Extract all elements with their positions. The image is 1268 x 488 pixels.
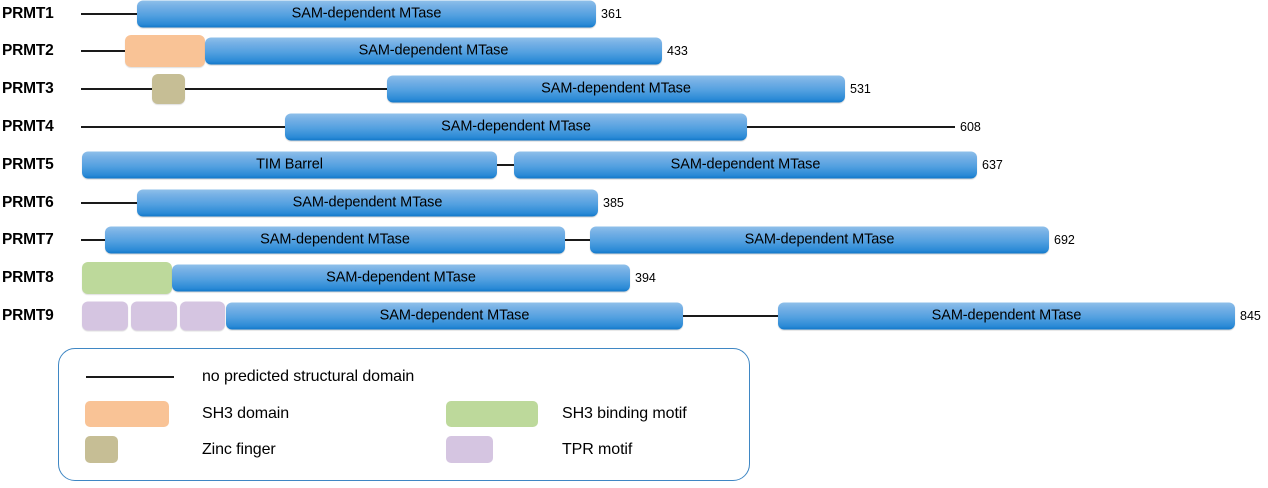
legend-line-swatch [86,376,174,378]
domain-bar-mtase: SAM-dependent MTase [514,151,977,179]
protein-row: PRMT5 TIM Barrel SAM-dependent MTase 637 [0,146,1268,184]
domain-bar-label: SAM-dependent MTase [291,5,442,22]
domain-bar-mtase: SAM-dependent MTase [778,302,1235,330]
domain-bar-label: SAM-dependent MTase [358,42,509,59]
domain-bar-label: SAM-dependent MTase [292,194,443,211]
domain-bar-label: SAM-dependent MTase [670,156,821,173]
protein-length-label: 692 [1054,233,1075,247]
protein-length-label: 608 [960,120,981,134]
domain-motif-tpr [131,301,177,331]
protein-name-label: PRMT9 [2,307,54,324]
protein-name-label: PRMT5 [2,156,54,173]
domain-bar-mtase: SAM-dependent MTase [105,226,565,254]
protein-row: PRMT1 SAM-dependent MTase 361 [0,0,1268,33]
legend-label-sh3-domain: SH3 domain [202,405,290,422]
domain-motif-tpr [82,301,128,331]
domain-motif-sh3 [125,35,205,67]
protein-name-label: PRMT7 [2,231,54,248]
domain-bar-mtase: SAM-dependent MTase [590,226,1049,254]
domain-bar-label: SAM-dependent MTase [441,118,591,135]
legend-label-zinc-finger: Zinc finger [202,441,276,458]
domain-bar-mtase: SAM-dependent MTase [205,37,662,65]
legend-label-tpr-motif: TPR motif [562,441,633,458]
protein-row: PRMT7 SAM-dependent MTase SAM-dependent MT… [0,221,1268,259]
protein-length-label: 433 [667,44,688,58]
no-domain-linker [81,88,387,90]
domain-motif-green [82,262,172,294]
protein-row: PRMT3 SAM-dependent MTase 531 [0,70,1268,108]
domain-bar-mtase: SAM-dependent MTase [387,75,845,103]
protein-name-label: PRMT3 [2,80,54,97]
protein-name-label: PRMT1 [2,5,54,22]
protein-row: PRMT2 SAM-dependent MTase 433 [0,32,1268,70]
no-domain-linker [81,13,137,15]
domain-bar-mtase: SAM-dependent MTase [137,0,596,28]
no-domain-linker [560,239,594,241]
domain-motif-zinc [152,74,185,104]
legend-label-sh3-binding-motif: SH3 binding motif [562,405,687,422]
legend-swatch-sh3-domain [85,401,169,427]
domain-bar-label: SAM-dependent MTase [326,269,476,286]
legend-swatch-tpr-motif [446,436,493,463]
protein-length-label: 531 [850,82,871,96]
domain-bar-mtase: SAM-dependent MTase [226,302,683,330]
domain-bar-label: SAM-dependent MTase [260,231,410,248]
domain-bar-mtase: TIM Barrel [82,151,497,179]
no-domain-linker [490,164,520,166]
protein-name-label: PRMT4 [2,118,54,135]
domain-bar-label: SAM-dependent MTase [931,307,1082,324]
domain-bar-mtase: SAM-dependent MTase [137,189,598,217]
domain-bar-label: SAM-dependent MTase [541,80,691,97]
domain-bar-mtase: SAM-dependent MTase [172,264,630,292]
protein-length-label: 637 [982,158,1003,172]
legend-line-label: no predicted structural domain [202,368,415,385]
legend-swatch-zinc-finger [85,436,118,463]
protein-row: PRMT6 SAM-dependent MTase 385 [0,184,1268,222]
protein-name-label: PRMT8 [2,269,54,286]
domain-bar-label: TIM Barrel [256,156,323,173]
protein-length-label: 845 [1240,309,1261,323]
protein-row: PRMT9 SAM-dependent MTase SAM-dependent MT… [0,297,1268,335]
no-domain-linker [81,50,125,52]
protein-name-label: PRMT2 [2,42,54,59]
domain-bar-label: SAM-dependent MTase [379,307,530,324]
domain-motif-tpr [180,301,225,331]
domain-bar-label: SAM-dependent MTase [744,231,895,248]
protein-length-label: 361 [601,7,622,21]
domain-bar-mtase: SAM-dependent MTase [285,113,747,141]
protein-length-label: 385 [603,196,624,210]
protein-length-label: 394 [635,271,656,285]
no-domain-linker [678,315,782,317]
no-domain-linker [81,202,137,204]
protein-name-label: PRMT6 [2,194,54,211]
protein-row: PRMT8 SAM-dependent MTase 394 [0,259,1268,297]
no-domain-linker [81,239,105,241]
protein-row: PRMT4 SAM-dependent MTase 608 [0,108,1268,146]
legend-swatch-sh3-binding-motif [446,401,538,427]
legend-box: no predicted structural domain SH3 domai… [58,348,750,481]
